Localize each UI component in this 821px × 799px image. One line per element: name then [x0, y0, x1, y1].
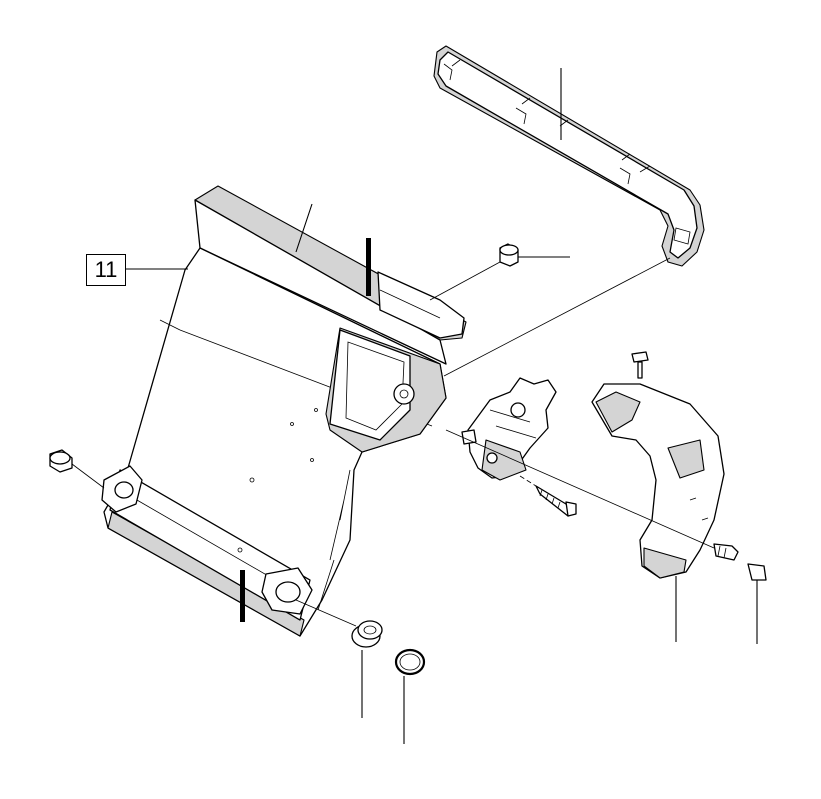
callout-label-11: 11 — [86, 254, 126, 286]
bolt-part — [535, 485, 577, 517]
roller-axis-guide — [295, 599, 357, 627]
bolt-guide — [519, 475, 537, 487]
panel-leader-top — [295, 203, 313, 253]
guide-line-strip — [443, 257, 671, 377]
left-pin — [49, 449, 73, 473]
nut-part — [747, 563, 767, 581]
guide-line-latch — [445, 429, 715, 549]
section-marker-top — [366, 238, 371, 296]
clip-guide — [429, 261, 501, 301]
latch-mechanism — [461, 377, 557, 481]
section-marker-bottom — [240, 570, 245, 622]
bushing-part — [351, 620, 383, 648]
cover-screw — [631, 351, 649, 379]
ring-part — [394, 648, 426, 676]
cover-part — [591, 383, 725, 579]
trim-strip — [433, 45, 705, 267]
screw-part — [713, 543, 739, 561]
main-panel — [101, 185, 467, 637]
clip-part — [499, 243, 519, 267]
left-pin-guide — [71, 463, 105, 489]
